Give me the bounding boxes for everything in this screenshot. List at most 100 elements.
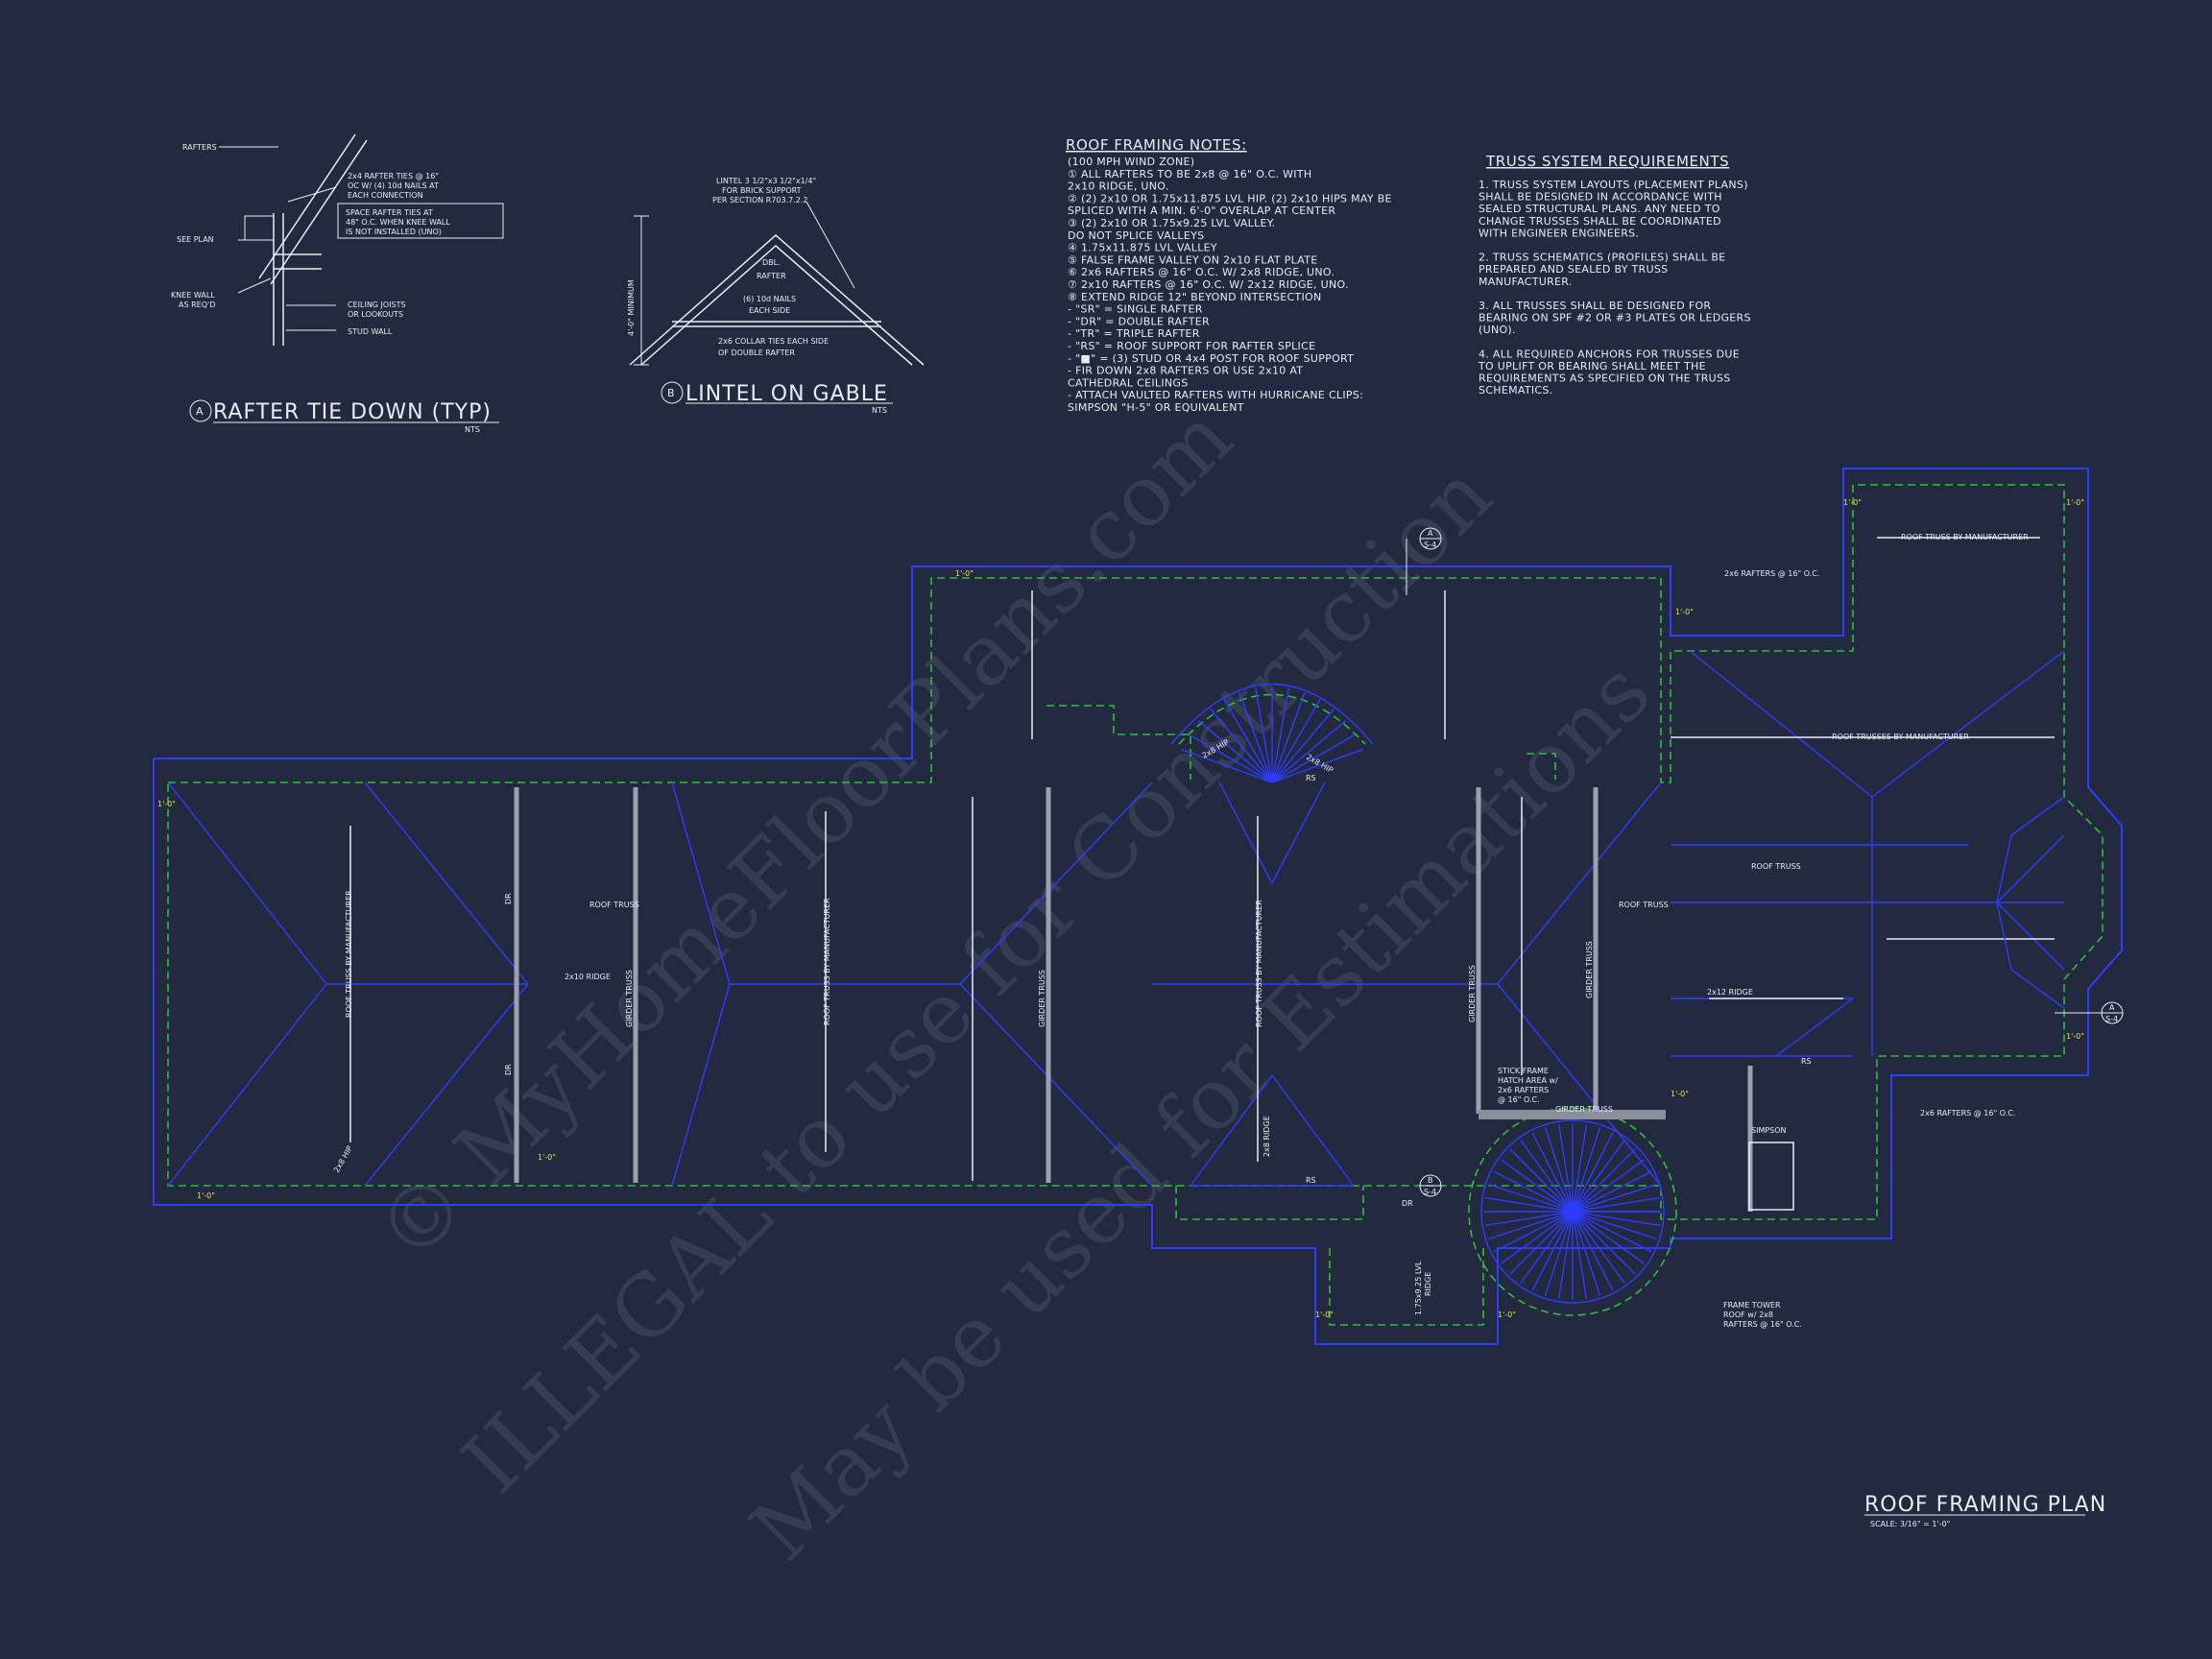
label-nails-2: EACH SIDE — [749, 306, 790, 315]
detail-a-scale: NTS — [465, 425, 480, 434]
label-space-3: IS NOT INSTALLED (UNO) — [346, 228, 442, 236]
roof-note-line-20: - ATTACH VAULTED RAFTERS WITH HURRICANE … — [1068, 389, 1363, 401]
detail-marker-a — [189, 399, 212, 422]
truss-req-line-8: PREPARED AND SEALED BY TRUSS — [1479, 263, 1668, 276]
roof-note-line-1: (100 MPH WIND ZONE) — [1068, 156, 1194, 168]
rafter-ray — [1223, 699, 1273, 783]
detail-marker-b — [661, 381, 684, 404]
label-roof-truss-mfr-1: ROOF TRUSS BY MANUFACTURER — [345, 890, 353, 1018]
roof-note-line-6: ③ (2) 2x10 OR 1.75x9.25 LVL VALLEY. — [1068, 217, 1275, 229]
label-nails-1: (6) 10d NAILS — [743, 295, 796, 303]
detail-marker-b-letter: B — [667, 387, 675, 399]
label-dr-3: DR — [504, 1064, 513, 1075]
label-stick-1: STICK FRAME — [1498, 1067, 1549, 1075]
rafter-ray — [1493, 1170, 1574, 1213]
rafter-ray — [1572, 1148, 1636, 1213]
rafter-ray — [1572, 1211, 1645, 1264]
rafter-ray — [1493, 1211, 1574, 1253]
label-2x8-ridge: 2x8 RIDGE — [1262, 1116, 1271, 1157]
label-roof-truss-2: ROOF TRUSS — [1619, 901, 1669, 909]
truss-req-line-18: SCHEMATICS. — [1479, 384, 1552, 397]
roof-notes-list: (100 MPH WIND ZONE)① ALL RAFTERS TO BE 2… — [1068, 156, 1392, 414]
rafter-ray — [1572, 1124, 1588, 1213]
truss-req-line-4: CHANGE TRUSSES SHALL BE COORDINATED — [1479, 215, 1721, 228]
truss-req-line-15: 4. ALL REQUIRED ANCHORS FOR TRUSSES DUE — [1479, 348, 1740, 360]
roof-note-line-17: - "■" = (3) STUD OR 4x4 POST FOR ROOF SU… — [1068, 352, 1354, 365]
rafter-ray — [1210, 708, 1273, 783]
rafter-ray — [1271, 708, 1334, 783]
dim-tag-7: 1'-0" — [2066, 498, 2084, 507]
label-rafters-2x6-top: 2x6 RAFTERS @ 16" O.C. — [1724, 569, 1819, 578]
roof-note-line-7: DO NOT SPLICE VALLEYS — [1068, 229, 1204, 242]
rafter-ray — [1509, 1211, 1574, 1275]
label-space-2: 48" O.C. WHEN KNEE WALL — [346, 218, 450, 227]
dim-tag-2: 1'-0" — [197, 1191, 215, 1200]
ridge-lines — [349, 537, 2055, 1181]
roof-note-line-11: ⑦ 2x10 RAFTERS @ 16" O.C. W/ 2x12 RIDGE,… — [1068, 278, 1349, 291]
roof-framing-notes: ROOF FRAMING NOTES: (100 MPH WIND ZONE)①… — [1066, 136, 1392, 414]
detail-marker-a-letter: A — [196, 405, 204, 418]
truss-req-line-1: 1. TRUSS SYSTEM LAYOUTS (PLACEMENT PLANS… — [1479, 179, 1748, 191]
truss-req-line-12: BEARING ON SPF #2 OR #3 PLATES OR LEDGER… — [1479, 312, 1751, 325]
label-knee-2: AS REQ'D — [179, 301, 215, 309]
rafter-ray — [1572, 1211, 1601, 1296]
dim-tag-3: 1'-0" — [538, 1153, 556, 1162]
rafter-ray — [1189, 733, 1273, 783]
rafter-ray — [1572, 1211, 1614, 1291]
label-lintel-3: PER SECTION R703.7.2.2 — [712, 196, 808, 204]
roof-note-line-14: - "DR" = DOUBLE RAFTER — [1068, 315, 1210, 327]
roof-note-line-16: - "RS" = ROOF SUPPORT FOR RAFTER SPLICE — [1068, 340, 1315, 352]
label-ties-2: OC W/ (4) 10d NAILS AT — [348, 181, 439, 190]
roof-note-line-10: ⑥ 2x6 RAFTERS @ 16" O.C. W/ 2x8 RIDGE, U… — [1068, 266, 1334, 278]
dim-tag-1: 1'-0" — [157, 800, 176, 808]
svg-text:A: A — [1428, 529, 1433, 538]
label-see-plan: SEE PLAN — [177, 235, 214, 244]
rafter-ray — [1544, 1211, 1574, 1296]
truss-req-line-17: REQUIREMENTS AS SPECIFIED ON THE TRUSS — [1479, 373, 1731, 385]
truss-req-line-3: SEALED STRUCTURAL PLANS. ANY NEED TO — [1479, 203, 1720, 215]
rafter-ray — [1271, 749, 1363, 783]
truss-req-heading: TRUSS SYSTEM REQUIREMENTS — [1485, 153, 1729, 170]
rafter-ray — [1557, 1124, 1574, 1213]
rafter-ray — [1544, 1127, 1574, 1213]
dim-tag-8: 1'-0" — [2066, 1032, 2084, 1041]
label-min: 4'-0" MINIMUM — [627, 279, 636, 336]
svg-text:S-4: S-4 — [1424, 541, 1436, 549]
roof-note-line-21: SIMPSON "H-5" OR EQUIVALENT — [1068, 401, 1244, 414]
dim-tag-5: 1'-0" — [1675, 608, 1694, 616]
rafter-ray — [1485, 1196, 1574, 1213]
label-lvl: 1.75x9.25 LVL — [1414, 1261, 1423, 1315]
label-knee-1: KNEE WALL — [171, 291, 215, 300]
simpson-post-area — [1748, 1142, 1794, 1211]
roof-note-line-5: SPLICED WITH A MIN. 6'-0" OVERLAP AT CEN… — [1068, 204, 1335, 217]
dim-tag-11: 1'-0" — [1498, 1310, 1516, 1319]
label-simpson: SIMPSON — [1751, 1126, 1787, 1135]
rafter-ray — [1572, 1183, 1657, 1213]
label-dbl-1: DBL. — [762, 258, 781, 267]
rafter-ray — [1531, 1132, 1574, 1213]
label-rs-3: RS — [1801, 1057, 1812, 1066]
label-girder-truss-3: GIRDER TRUSS — [1468, 965, 1477, 1022]
girder-trusses — [514, 787, 1753, 1212]
rafter-ray — [1572, 1140, 1625, 1213]
rafter-ray — [1572, 1211, 1588, 1299]
roof-note-line-18: - FIR DOWN 2x8 RAFTERS OR USE 2x10 AT — [1068, 365, 1303, 377]
truss-req-line-5: WITH ENGINEER ENGINEERS. — [1479, 227, 1639, 239]
svg-text:S-4: S-4 — [1424, 1188, 1436, 1196]
detail-b-title: LINTEL ON GABLE — [685, 382, 888, 406]
rafter-ray — [1572, 1211, 1636, 1275]
rafter-ray — [1197, 720, 1273, 783]
roof-note-line-19: CATHEDRAL CEILINGS — [1068, 376, 1189, 389]
rafter-ray — [1557, 1211, 1574, 1299]
label-space-1: SPACE RAFTER TIES AT — [346, 208, 433, 217]
rafter-ray — [1509, 1148, 1574, 1213]
truss-req-line-9: MANUFACTURER. — [1479, 276, 1573, 288]
label-ceiling-2: OR LOOKOUTS — [348, 310, 403, 319]
label-dr-2: DR — [504, 893, 513, 904]
plan-outline — [153, 468, 2123, 1345]
label-rs-1: RS — [1306, 774, 1316, 782]
detail-a-title: RAFTER TIE DOWN (TYP) — [213, 400, 492, 424]
label-girder-truss-5: GIRDER TRUSS — [1555, 1105, 1613, 1114]
rafter-ray — [1485, 1211, 1574, 1227]
rafter-ray — [1572, 1170, 1652, 1213]
